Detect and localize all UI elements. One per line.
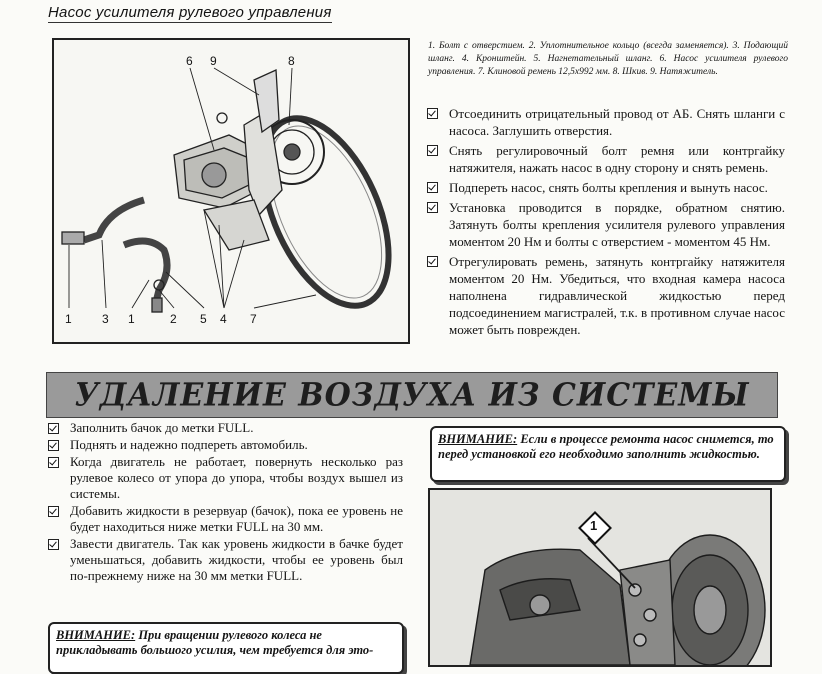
callout-9: 9 — [210, 54, 217, 68]
step-text: Подпереть насос, снять болты крепления и… — [449, 180, 768, 195]
diagram-drawing — [61, 67, 392, 313]
checkbox-icon — [48, 457, 59, 468]
warning-box: ВНИМАНИЕ: Если в процессе ремонта насос … — [430, 426, 786, 482]
warning-lead: ВНИМАНИЕ: — [56, 628, 136, 642]
step-text: Отрегулировать ремень, затянуть контргай… — [449, 254, 785, 337]
callout-8: 8 — [288, 54, 295, 68]
pump-photo: 1 — [428, 488, 772, 667]
photo-callout-1: 1 — [590, 518, 598, 533]
list-item: Поднять и надежно подпереть автомобиль. — [48, 437, 403, 453]
checkbox-icon — [48, 440, 59, 451]
checkbox-icon — [48, 506, 59, 517]
checkbox-icon — [427, 202, 438, 213]
callout-7: 7 — [250, 312, 257, 326]
callout-6: 6 — [186, 54, 193, 68]
list-item: Добавить жидкости в резервуар (бачок), п… — [48, 503, 403, 535]
warning-text: При вращении рулевого колеса не приклады… — [56, 628, 374, 657]
checkbox-icon — [48, 423, 59, 434]
step-text: Поднять и надежно подпереть автомобиль. — [70, 437, 308, 452]
warning-text: Если в процессе ремонта насос снимется, … — [438, 432, 774, 461]
step-text: Заполнить бачок до метки FULL. — [70, 420, 254, 435]
pump-exploded-diagram: 6 9 8 1 3 1 2 5 4 7 — [52, 38, 410, 344]
list-item: Отсоединить отрицательный провод от АБ. … — [427, 105, 785, 139]
checkbox-icon — [427, 256, 438, 267]
step-text: Отсоединить отрицательный провод от АБ. … — [449, 106, 785, 138]
callout-3: 3 — [102, 312, 109, 326]
checkbox-icon — [427, 182, 438, 193]
list-item: Отрегулировать ремень, затянуть контргай… — [427, 253, 785, 338]
removal-steps: Отсоединить отрицательный провод от АБ. … — [427, 105, 785, 341]
step-text: Когда двигатель не работает, повернуть н… — [70, 454, 403, 501]
callout-4: 4 — [220, 312, 227, 326]
list-item: Заполнить бачок до метки FULL. — [48, 420, 403, 436]
section-title: УДАЛЕНИЕ ВОЗДУХА ИЗ СИСТЕМЫ — [74, 376, 750, 414]
checkbox-icon — [427, 108, 438, 119]
step-text: Снять регулировочный болт ремня или конт… — [449, 143, 785, 175]
checkbox-icon — [427, 145, 438, 156]
callout-1: 1 — [65, 312, 72, 326]
list-item: Снять регулировочный болт ремня или конт… — [427, 142, 785, 176]
step-text: Добавить жидкости в резервуар (бачок), п… — [70, 503, 403, 534]
bleeding-steps: Заполнить бачок до метки FULL. Поднять и… — [48, 420, 403, 585]
warning-lead: ВНИМАНИЕ: — [438, 432, 518, 446]
figure-caption: 1. Болт с отверстием. 2. Уплотнительное … — [428, 41, 788, 77]
list-item: Когда двигатель не работает, повернуть н… — [48, 454, 403, 502]
list-item: Установка проводится в порядке, обратном… — [427, 199, 785, 250]
step-text: Завести двигатель. Так как уровень жидко… — [70, 536, 403, 583]
checkbox-icon — [48, 539, 59, 550]
page-title: Насос усилителя рулевого управления — [48, 4, 332, 23]
callout-2: 2 — [170, 312, 177, 326]
callout-5: 5 — [200, 312, 207, 326]
photo-drawing — [430, 490, 770, 665]
warning-box-bottom: ВНИМАНИЕ: При вращении рулевого колеса н… — [48, 622, 404, 674]
callout-1b: 1 — [128, 312, 135, 326]
step-text: Установка проводится в порядке, обратном… — [449, 200, 785, 249]
list-item: Подпереть насос, снять болты крепления и… — [427, 179, 785, 196]
list-item: Завести двигатель. Так как уровень жидко… — [48, 536, 403, 584]
section-banner: УДАЛЕНИЕ ВОЗДУХА ИЗ СИСТЕМЫ — [46, 372, 778, 418]
